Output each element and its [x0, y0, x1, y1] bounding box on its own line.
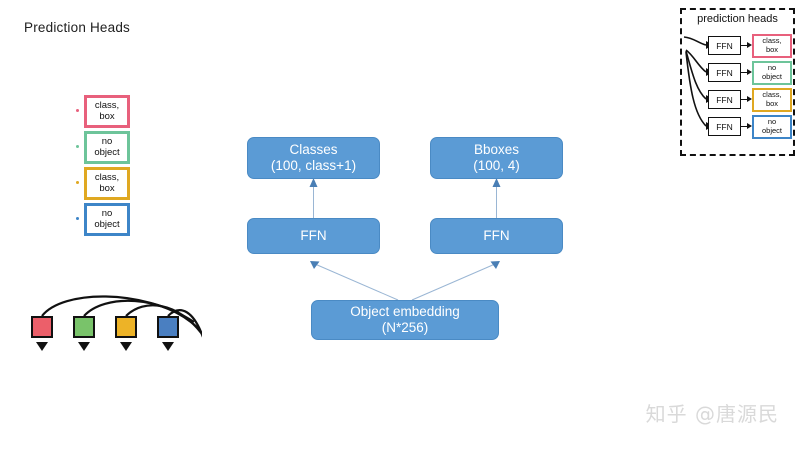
- inset-ffn: FFN: [708, 36, 741, 55]
- swatch-curve-lines: [36, 295, 202, 351]
- inset-row: FFN class, box: [708, 33, 794, 58]
- inset-output-box: class, box: [752, 33, 792, 58]
- legend-box-line1: class,: [94, 99, 120, 111]
- inset-output-line2: box: [765, 98, 779, 108]
- inset-output-box: no object: [752, 60, 792, 85]
- arrow-right-icon: [741, 122, 752, 131]
- inset-row: FFN no object: [708, 114, 794, 139]
- legend-box-line2: object: [94, 146, 120, 158]
- node-classes: Classes (100, class+1): [247, 137, 380, 179]
- arrow-right-icon: [741, 95, 752, 104]
- inset-output-line2: object: [761, 125, 782, 135]
- legend-box-line2: box: [99, 110, 115, 122]
- legend-box: no object: [84, 203, 130, 236]
- legend-dot-icon: [76, 145, 79, 148]
- inset-row: FFN class, box: [708, 87, 794, 112]
- inset-output-line1: class,: [762, 36, 782, 46]
- watermark: 知乎 @唐源民: [645, 402, 779, 426]
- inset-row: FFN no object: [708, 60, 794, 85]
- node-classes-line2: (100, class+1): [270, 158, 357, 173]
- inset-output-line1: no: [767, 63, 777, 73]
- prediction-heads-inset: prediction heads FFN class, box FFN no o…: [680, 8, 795, 156]
- node-object-embedding-line1: Object embedding: [350, 304, 460, 320]
- inset-ffn: FFN: [708, 63, 741, 82]
- node-bboxes-line1: Bboxes: [473, 142, 520, 158]
- inset-output-line2: box: [765, 44, 779, 54]
- inset-output-line1: no: [767, 117, 777, 127]
- node-ffn-right: FFN: [430, 218, 563, 254]
- node-ffn-left: FFN: [247, 218, 380, 254]
- inset-title: prediction heads: [697, 13, 778, 25]
- legend-box: class, box: [84, 167, 130, 200]
- node-object-embedding: Object embedding (N*256): [311, 300, 499, 340]
- legend-item: no object: [76, 131, 130, 164]
- legend-box: no object: [84, 131, 130, 164]
- legend-box-line2: box: [99, 182, 115, 194]
- node-bboxes: Bboxes (100, 4): [430, 137, 563, 179]
- legend-box-line1: class,: [94, 171, 120, 183]
- object-query-swatches: [22, 288, 202, 358]
- swatch-red: [31, 316, 53, 338]
- arrow-right-icon: [741, 68, 752, 77]
- page-title: Prediction Heads: [24, 20, 131, 35]
- legend-item: class, box: [76, 167, 130, 200]
- swatch-gold: [115, 316, 137, 338]
- legend-dot-icon: [76, 181, 79, 184]
- legend-dot-icon: [76, 109, 79, 112]
- legend-item: no object: [76, 203, 130, 236]
- arrow-right-icon: [741, 41, 752, 50]
- inset-output-line2: object: [761, 71, 782, 81]
- legend-stack: class, box no object class, box no objec…: [76, 95, 130, 239]
- node-ffn-right-label: FFN: [483, 228, 510, 244]
- swatch-green: [73, 316, 95, 338]
- swatch-blue: [157, 316, 179, 338]
- node-classes-line1: Classes: [289, 142, 338, 158]
- node-ffn-left-label: FFN: [300, 228, 327, 244]
- inset-output-box: no object: [752, 114, 792, 139]
- legend-item: class, box: [76, 95, 130, 128]
- inset-output-line1: class,: [762, 90, 782, 100]
- legend-box-line2: object: [94, 218, 120, 230]
- legend-box: class, box: [84, 95, 130, 128]
- node-object-embedding-line2: (N*256): [381, 320, 429, 335]
- inset-ffn: FFN: [708, 117, 741, 136]
- legend-dot-icon: [76, 217, 79, 220]
- legend-box-line1: no: [101, 135, 113, 147]
- inset-output-box: class, box: [752, 87, 792, 112]
- node-bboxes-line2: (100, 4): [473, 158, 520, 173]
- inset-ffn: FFN: [708, 90, 741, 109]
- legend-box-line1: no: [101, 207, 113, 219]
